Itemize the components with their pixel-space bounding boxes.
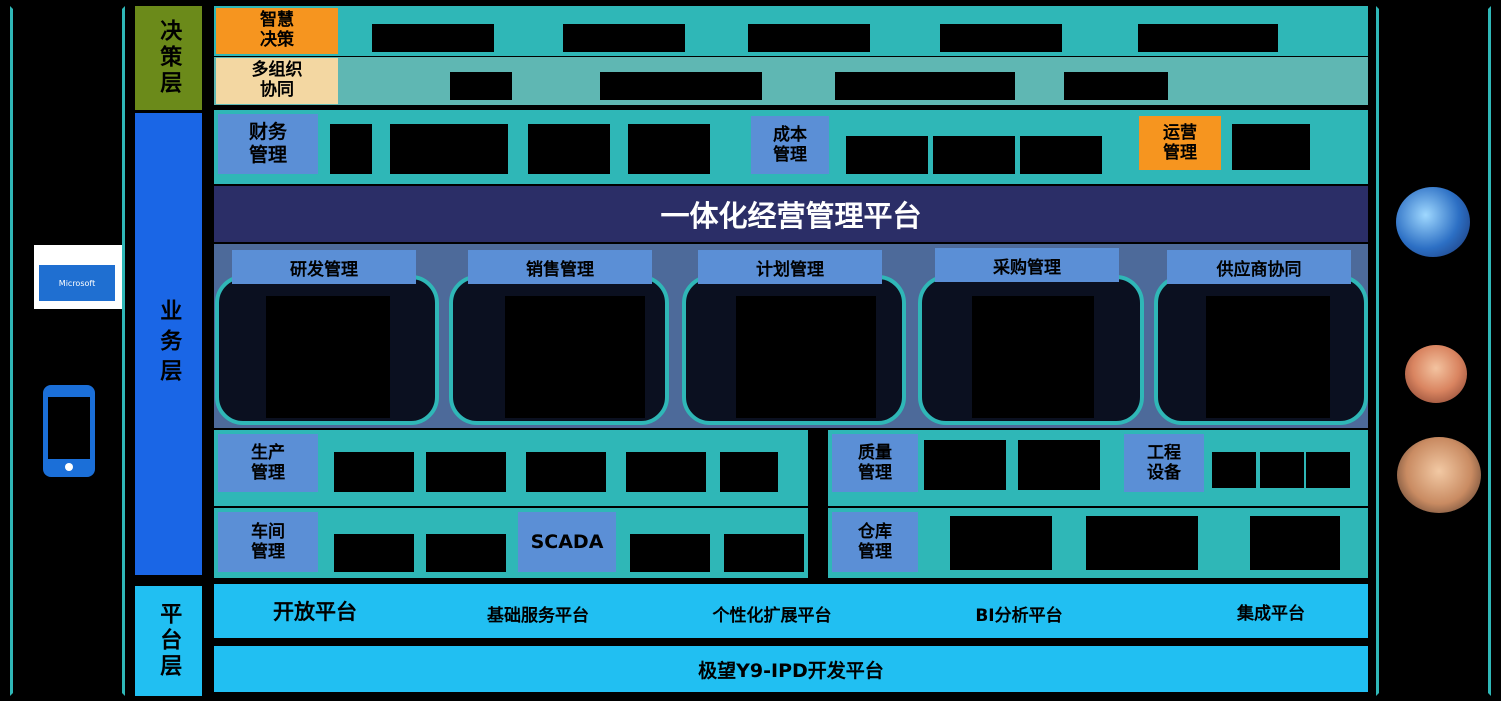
microsoft-logo-icon: Microsoft [39,265,115,301]
module-rd-title: 研发管理 [232,250,416,284]
module-purchase-title: 采购管理 [935,248,1119,282]
decision-row-collab [214,57,1368,105]
layer-platform: 平台层 [135,586,202,696]
left-device-panel: Microsoft PC [10,6,125,696]
layer-decision-label: 决策层 [156,19,182,97]
module-supplier-title: 供应商协同 [1167,250,1351,284]
layer-business-label: 业务层 [156,299,182,389]
user-avatar-1 [1396,187,1470,257]
integrated-platform-banner: 一体化经营管理平台 [214,186,1368,242]
integration-platform: 集成平台 [1237,603,1305,624]
personalized-extension-platform: 个性化扩展平台 [712,605,832,626]
layer-platform-label: 平台层 [156,602,182,680]
layer-business: 业务层 [135,113,202,575]
right-user-panel [1376,6,1491,696]
scada-label: SCADA [518,512,616,572]
dev-platform-label: 极望Y9-IPD开发平台 [698,659,884,682]
production-management-label: 生产 管理 [218,434,318,492]
layer-decision: 决策层 [135,6,202,110]
basic-service-platform: 基础服务平台 [487,605,589,626]
dev-platform: 极望Y9-IPD开发平台 [214,646,1368,692]
quality-management-label: 质量 管理 [832,434,918,492]
module-sales-title: 销售管理 [468,250,652,284]
open-platform: 开放平台 [273,600,357,624]
laptop-screen: Microsoft [34,245,122,309]
warehouse-management-label: 仓库 管理 [832,512,918,572]
multi-org-collab-label: 多组织 协同 [216,58,338,104]
cost-management-label: 成本 管理 [751,116,829,174]
operation-management-label: 运营 管理 [1139,116,1221,170]
pc-label: PC [62,333,84,349]
user-avatar-3 [1397,437,1481,513]
banner-title: 一体化经营管理平台 [660,199,922,233]
platform-row [214,584,1368,638]
engineering-equipment-label: 工程 设备 [1124,434,1204,492]
smart-decision-label: 智慧 决策 [216,8,338,54]
phone-icon [43,385,95,477]
module-plan-title: 计划管理 [698,250,882,284]
user-avatar-2 [1405,345,1467,403]
workshop-management-label: 车间 管理 [218,512,318,572]
bi-analysis-platform: BI分析平台 [975,605,1063,626]
laptop-brand-label: Microsoft [58,278,96,288]
finance-management-label: 财务 管理 [218,114,318,174]
